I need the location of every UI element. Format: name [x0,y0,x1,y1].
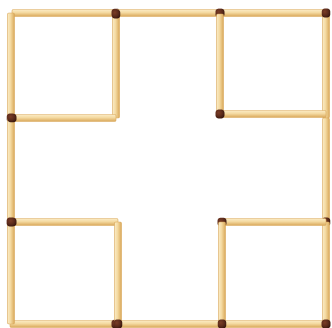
matchstick-body [12,219,118,226]
matchstick[interactable] [116,9,225,18]
matchstick[interactable] [114,222,123,328]
matchstick[interactable] [7,13,16,123]
matchstick-head [8,114,17,123]
matchstick-head [218,320,227,328]
matchstick[interactable] [8,114,117,123]
matchstick-head [112,10,121,19]
matchstick[interactable] [12,9,121,18]
matchstick-body [12,115,116,122]
matchstick-body [10,321,116,328]
matchstick-body [8,13,15,118]
matchstick-body [220,10,324,17]
matchstick-body [222,219,326,226]
matchstick-body [116,321,220,328]
matchstick-body [220,111,326,118]
matchstick[interactable] [8,218,119,227]
matchstick-head [322,320,331,328]
matchstick-body [217,14,224,114]
matchstick[interactable] [112,320,221,328]
matchstick[interactable] [10,320,121,328]
matchstick-body [219,222,226,324]
matchstick-body [8,118,15,222]
matchstick[interactable] [322,222,331,328]
matchstick-head [216,110,225,119]
matchstick-body [323,222,330,324]
matchstick[interactable] [322,118,331,227]
matchstick[interactable] [216,110,327,119]
matchstick[interactable] [112,10,121,119]
matchstick[interactable] [7,218,16,325]
matchstick[interactable] [218,218,327,227]
matchstick-body [113,14,120,118]
matchstick-head [322,9,331,18]
matchstick[interactable] [218,222,227,328]
matchstick-body [116,10,220,17]
matchstick[interactable] [220,320,331,328]
matchstick[interactable] [7,118,16,227]
matchstick-body [12,10,116,17]
matchstick-body [115,222,122,324]
matchstick-body [323,13,330,118]
matchstick[interactable] [216,9,325,18]
matchstick-body [8,222,15,324]
matchstick-head [114,320,123,328]
matchstick[interactable] [322,9,331,119]
matchstick-body [323,118,330,222]
matchstick[interactable] [216,14,225,119]
matchstick-head [8,218,17,227]
matchstick-body [220,321,326,328]
